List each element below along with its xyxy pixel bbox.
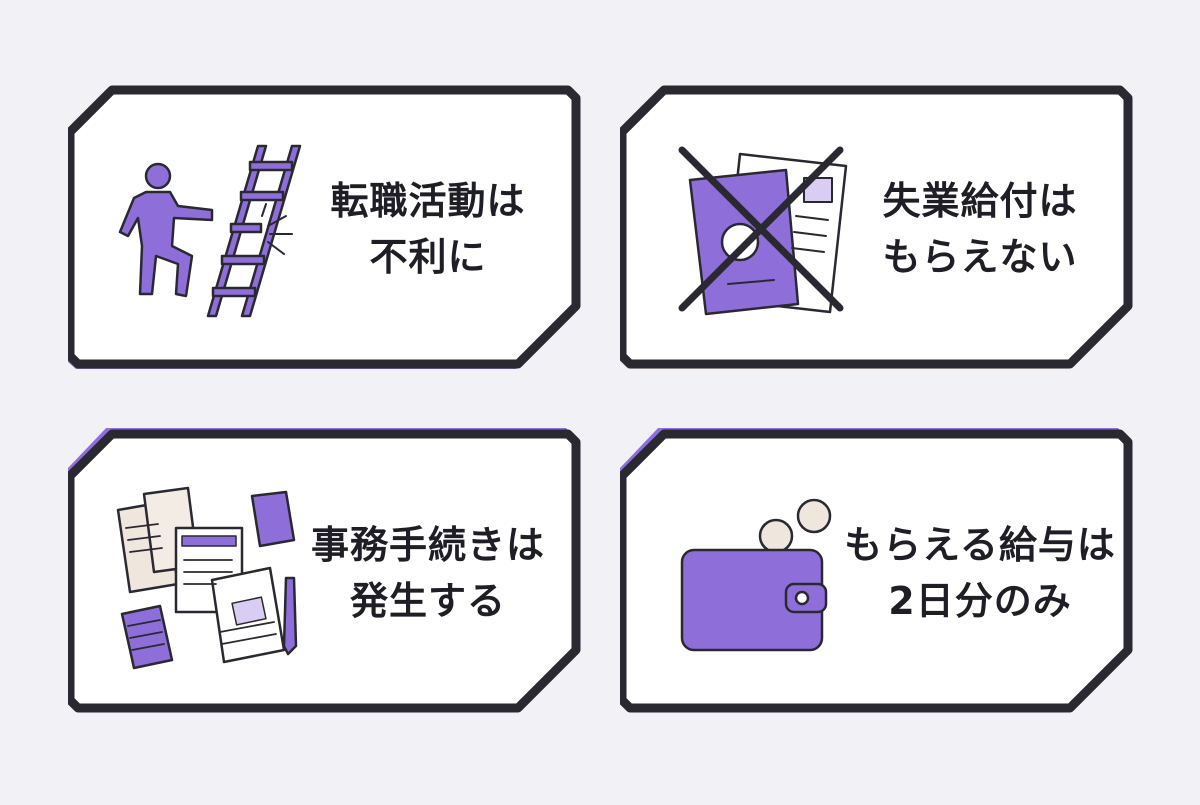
card-label-line2: 2日分のみ	[888, 579, 1072, 623]
card-frame	[68, 85, 581, 369]
card-label-line1: 転職活動は	[330, 179, 526, 223]
card-label: 事務手続きは 発生する	[300, 428, 556, 718]
card-label: 失業給付は もらえない	[852, 84, 1108, 374]
crossed-out-documents-icon	[678, 146, 848, 316]
card-label-line2: もらえない	[882, 235, 1078, 279]
wallet-with-coins-icon	[680, 498, 832, 652]
person-climbing-broken-ladder-icon	[118, 144, 302, 318]
paperwork-calculator-icon	[116, 486, 298, 670]
card-unemployment-benefits: 失業給付は もらえない	[620, 84, 1136, 374]
card-paperwork: 事務手続きは 発生する	[68, 428, 584, 718]
card-label-line1: 失業給付は	[882, 179, 1078, 223]
card-label-line2: 発生する	[349, 579, 506, 623]
card-label-line1: 事務手続きは	[310, 523, 545, 567]
card-label: もらえる給与は 2日分のみ	[844, 428, 1115, 718]
card-frame	[68, 428, 581, 713]
card-label-line2: 不利に	[369, 235, 487, 279]
card-job-hunting: 転職活動は 不利に	[68, 84, 584, 374]
card-label-line1: もらえる給与は	[844, 523, 1116, 567]
card-label: 転職活動は 不利に	[300, 84, 556, 374]
card-salary: もらえる給与は 2日分のみ	[620, 428, 1136, 718]
